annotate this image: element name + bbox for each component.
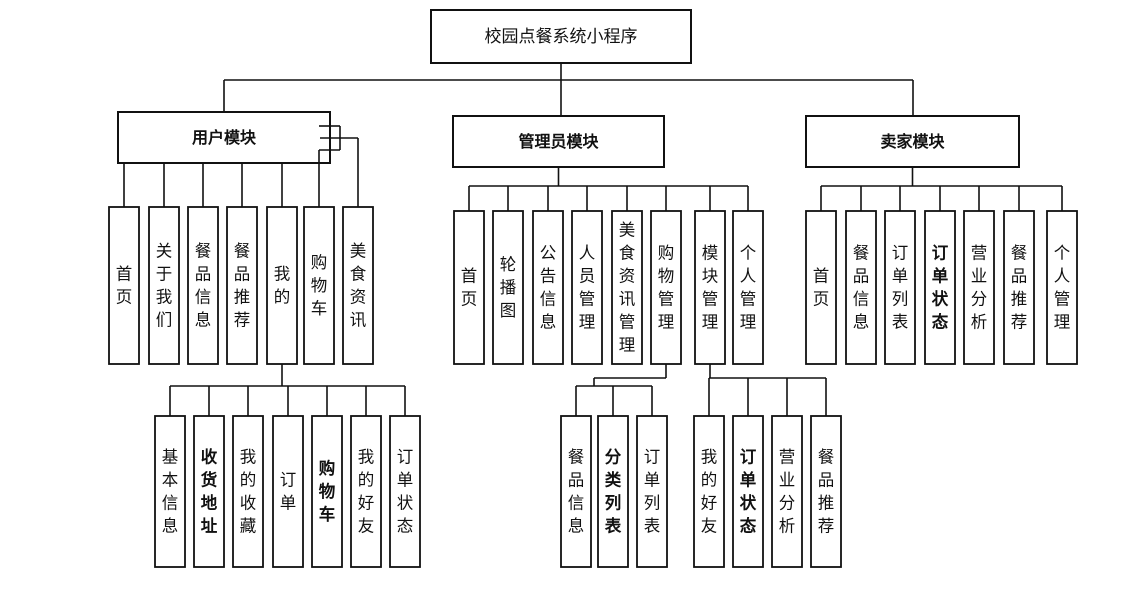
sub-item-box [693,415,725,568]
module-item-box [1046,210,1078,365]
module-item-label: 美食资讯 [350,242,367,330]
module-header-label: 卖家模块 [880,132,945,151]
module-item-box [732,210,764,365]
module-item-label: 轮播图 [500,255,517,320]
sub-item-box [311,415,343,568]
sub-item-label: 我的好友 [701,448,718,536]
module-item-box [342,206,374,365]
sub-item-label: 我的好友 [358,448,375,536]
sub-item-box [636,415,668,568]
sub-item-box [810,415,842,568]
module-item-box [1003,210,1035,365]
module-item-label: 首页 [116,265,133,307]
module-item-box [924,210,956,365]
module-header-admin [452,115,665,168]
module-header-label: 管理员模块 [518,132,599,151]
module-item-label: 个人管理 [1054,244,1071,332]
module-item-label: 营业分析 [971,244,988,332]
module-item-box [303,206,335,365]
root-title-box [430,9,692,64]
module-item-label: 订单列表 [892,244,909,332]
module-item-label: 首页 [461,267,478,309]
sub-item-label: 订单 [280,471,297,513]
module-item-label: 关于我们 [156,242,173,330]
module-item-label: 餐品信息 [195,242,212,330]
sub-item-box [350,415,382,568]
module-header-user [117,111,331,164]
sub-item-box [771,415,803,568]
module-item-label: 首页 [813,267,830,309]
module-item-box [148,206,180,365]
module-item-label: 订单状态 [932,244,949,332]
module-item-label: 购物车 [311,253,328,318]
sub-item-box [154,415,186,568]
module-item-box [226,206,258,365]
sub-item-box [272,415,304,568]
module-item-label: 美食资讯管理 [619,221,636,355]
module-item-box [266,206,298,365]
module-item-label: 人员管理 [579,244,596,332]
module-item-box [650,210,682,365]
sub-item-label: 收货地址 [201,447,218,536]
sub-item-label: 分类列表 [605,448,622,536]
sub-item-label: 订单状态 [740,448,757,536]
sub-item-box [732,415,764,568]
sub-item-label: 营业分析 [779,448,796,536]
module-item-box [805,210,837,365]
module-item-box [187,206,219,365]
sub-item-label: 订单状态 [397,448,414,536]
module-item-label: 餐品推荐 [1011,244,1028,332]
module-item-label: 个人管理 [740,244,757,332]
module-item-box [108,206,140,365]
module-header-label: 用户模块 [192,128,257,147]
sub-item-box [232,415,264,568]
sub-item-label: 订单列表 [644,448,661,536]
module-item-label: 公告信息 [540,244,557,332]
module-item-label: 餐品推荐 [234,242,251,330]
sub-item-label: 购物车 [319,458,336,524]
module-item-label: 购物管理 [658,244,675,332]
module-item-label: 餐品信息 [853,244,870,332]
module-item-box [845,210,877,365]
module-item-box [453,210,485,365]
module-item-label: 模块管理 [702,244,719,332]
sub-item-box [597,415,629,568]
sub-item-label: 餐品推荐 [818,448,835,536]
module-item-box [611,210,643,365]
module-item-box [532,210,564,365]
sub-item-label: 我的收藏 [240,448,257,536]
module-header-seller [805,115,1020,168]
module-item-label: 我的 [274,265,291,307]
module-item-box [884,210,916,365]
sub-item-box [389,415,421,568]
module-item-box [694,210,726,365]
root-title: 校园点餐系统小程序 [485,27,638,47]
sub-item-label: 餐品信息 [568,448,585,536]
module-item-box [963,210,995,365]
sub-item-label: 基本信息 [162,448,179,536]
module-item-box [571,210,603,365]
module-item-box [492,210,524,365]
sub-item-box [193,415,225,568]
sub-item-box [560,415,592,568]
